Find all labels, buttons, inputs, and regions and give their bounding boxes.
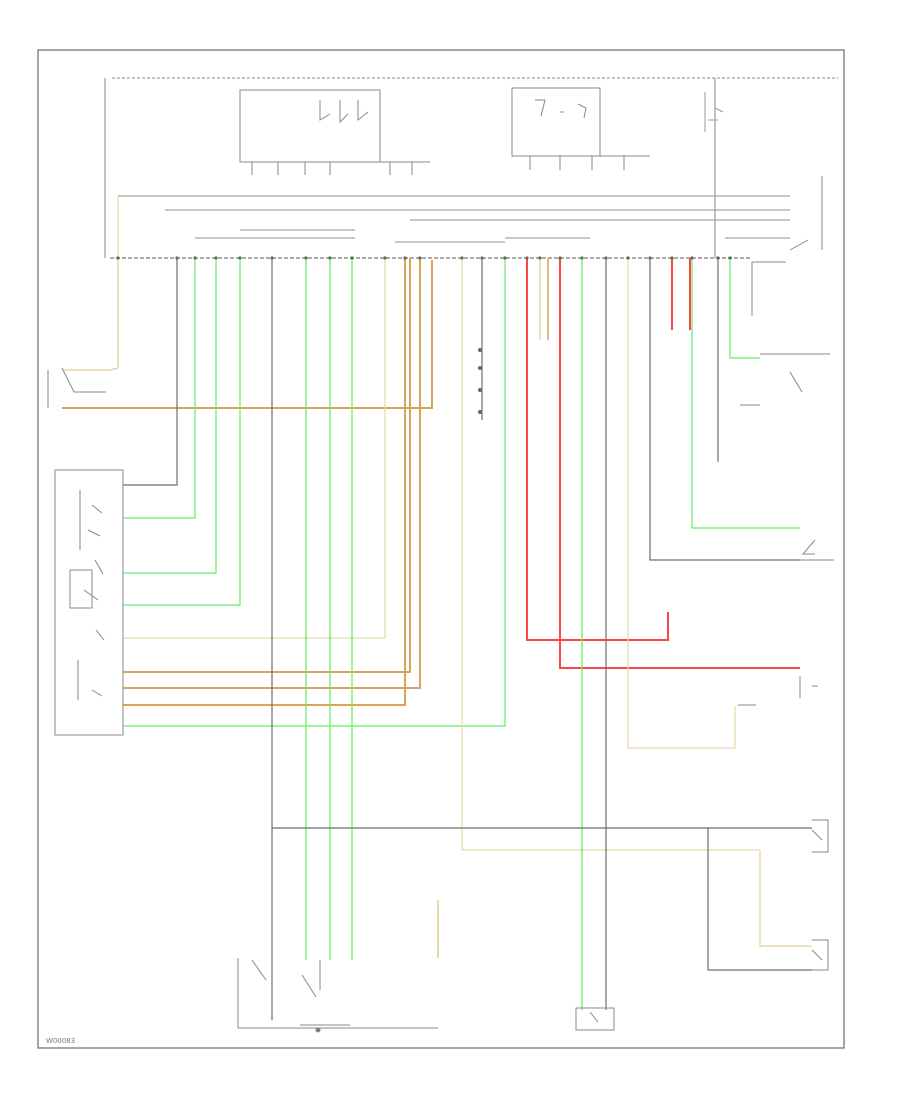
wire-orange-door — [62, 260, 433, 409]
bus-terminal — [328, 256, 332, 260]
wire-tan-combo-4 — [123, 258, 386, 639]
bus-terminal — [626, 256, 630, 260]
right-bottom-switch-upper — [811, 819, 829, 853]
wire-green-right-4 — [729, 258, 760, 359]
bus-terminal — [480, 256, 484, 260]
bottom-center-connector — [575, 1007, 615, 1031]
right-upper-switch — [751, 176, 823, 316]
right-relay-module — [511, 87, 650, 170]
diagram-code: W00083 — [46, 1037, 75, 1045]
wire-black-right-bottom — [707, 828, 812, 971]
bus-terminal — [690, 256, 694, 260]
bus-terminal — [728, 256, 732, 260]
right-mid-switch — [800, 539, 834, 561]
wire-green-combo-1 — [123, 258, 196, 519]
diagram-frame — [37, 49, 845, 1049]
power-rail-group — [104, 77, 838, 258]
right-bottom-switch-lower — [811, 939, 829, 971]
bus-terminal — [460, 256, 464, 260]
wire-red-2 — [559, 258, 800, 669]
wire-green-right-2 — [691, 258, 800, 529]
bus-terminal — [270, 256, 274, 260]
bus-terminal — [670, 256, 674, 260]
wire-green-combo-8 — [123, 258, 506, 727]
wire-harness — [62, 196, 812, 1020]
door-ajar-switch-left — [47, 367, 106, 408]
bus-terminal — [193, 256, 197, 260]
fuse-symbol — [704, 92, 724, 132]
harness-lines — [118, 195, 790, 243]
bus-terminal — [538, 256, 542, 260]
bus-terminal — [648, 256, 652, 260]
wire-tan-right-bottom — [759, 850, 812, 947]
wire-tan-left-top — [62, 258, 119, 371]
wire-tan-right-down — [627, 258, 736, 749]
fuse-block — [704, 92, 724, 132]
bus-terminal — [214, 256, 218, 260]
bus-terminal — [116, 256, 120, 260]
right-lower-connector — [738, 676, 818, 706]
bus-terminal — [403, 256, 407, 260]
bus-terminal — [525, 256, 529, 260]
bus-terminal — [558, 256, 562, 260]
wire-tan-center-long — [461, 258, 760, 851]
wire-red-1 — [526, 258, 669, 641]
right-relay-contacts — [535, 99, 587, 119]
bus-terminal — [503, 256, 507, 260]
right-door-switch — [740, 353, 830, 406]
left-relay-contacts — [319, 100, 369, 124]
bus-terminal — [716, 256, 720, 260]
wire-orange-combo-7 — [123, 258, 406, 706]
bus-terminal — [304, 256, 308, 260]
bus-terminal — [350, 256, 354, 260]
bus-terminal — [175, 256, 179, 260]
wire-green-combo-2 — [123, 258, 217, 574]
bus-terminal — [383, 256, 387, 260]
combination-switch-box — [54, 469, 124, 736]
bus-terminal — [604, 256, 608, 260]
combination-switch-inner — [69, 569, 93, 609]
bus-terminal — [238, 256, 242, 260]
bottom-left-switch-assembly — [237, 958, 438, 1033]
left-relay-box — [239, 89, 381, 163]
right-relay-box — [511, 87, 601, 157]
combination-switch-assembly — [54, 469, 124, 736]
left-relay-module — [239, 89, 430, 175]
combination-switch-contacts — [77, 490, 105, 700]
wire-black-right-1 — [649, 258, 800, 561]
wire-orange-combo-6 — [123, 258, 421, 689]
bus-terminal — [580, 256, 584, 260]
wire-green-combo-3 — [123, 258, 241, 606]
wire-orange-combo-5 — [123, 258, 411, 673]
ground-point-center — [478, 348, 482, 414]
bus-terminal — [418, 256, 422, 260]
wire-black-combo-top — [123, 258, 178, 486]
